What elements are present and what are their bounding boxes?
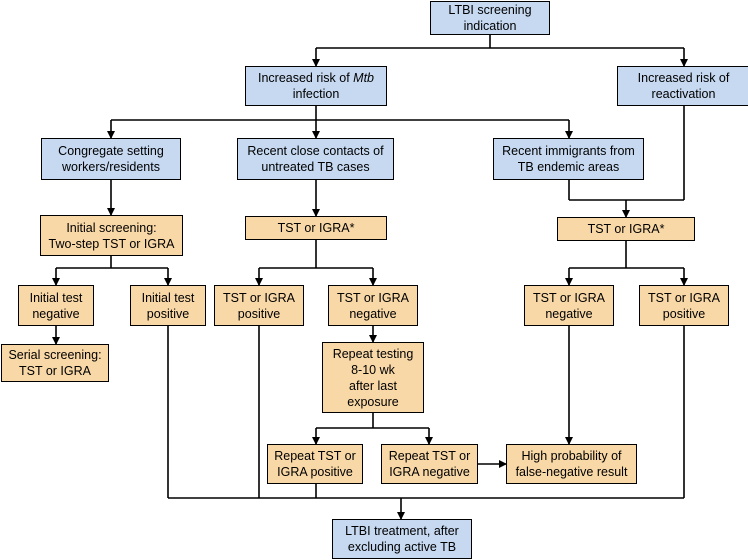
tst-igra-mid-box: TST or IGRA*	[245, 216, 387, 240]
initial-screening-box: Initial screening:Two-step TST or IGRA	[40, 215, 183, 256]
tst-igra-right-box: TST or IGRA*	[557, 217, 695, 241]
serial-screening-box: Serial screening:TST or IGRA	[1, 344, 109, 382]
